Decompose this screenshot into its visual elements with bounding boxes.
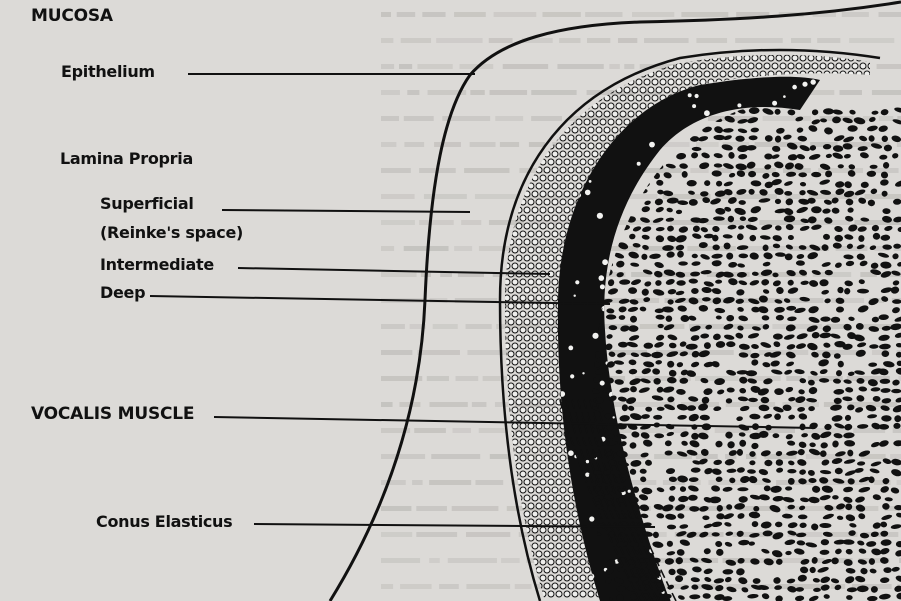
label-mucosa: MUCOSA bbox=[31, 8, 113, 25]
label-reinkes-space: (Reinke's space) bbox=[100, 225, 243, 241]
leader-line-intermediate bbox=[238, 268, 550, 274]
label-lamina-propria: Lamina Propria bbox=[60, 151, 193, 167]
label-conus-elasticus: Conus Elasticus bbox=[96, 514, 232, 530]
lamina-propria-layer bbox=[539, 60, 841, 601]
label-deep: Deep bbox=[100, 285, 145, 301]
label-vocalis-muscle: VOCALIS MUSCLE bbox=[31, 406, 194, 423]
label-epithelium: Epithelium bbox=[61, 64, 155, 80]
label-intermediate: Intermediate bbox=[100, 257, 214, 273]
label-superficial: Superficial bbox=[100, 196, 194, 212]
